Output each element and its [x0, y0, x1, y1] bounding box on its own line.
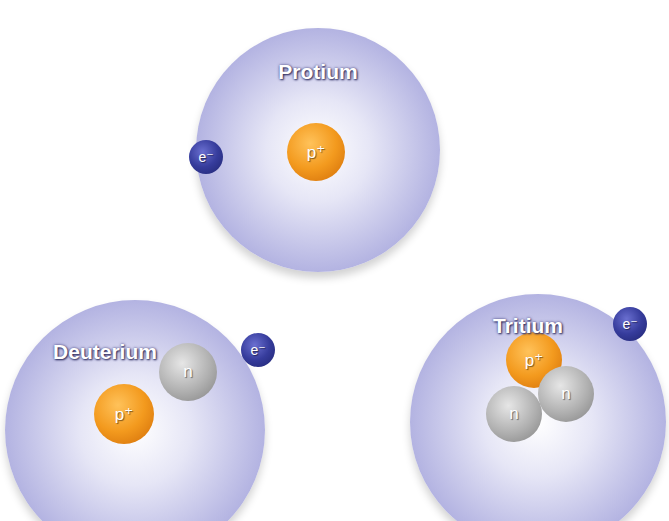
isotope-name: Protium [278, 60, 357, 84]
particle-symbol: p⁺ [525, 350, 543, 371]
isotope-name: Tritium [493, 314, 563, 338]
neutron-sphere: n [538, 366, 594, 422]
electron-sphere: e⁻ [241, 333, 275, 367]
particle-symbol: p⁺ [115, 404, 133, 425]
proton-sphere: p⁺ [287, 123, 345, 181]
neutron-sphere: n [486, 386, 542, 442]
isotope-name: Deuterium [53, 340, 157, 364]
particle-symbol: e⁻ [622, 316, 637, 332]
electron-sphere: e⁻ [189, 140, 223, 174]
particle-symbol: n [183, 362, 192, 382]
atom-circle: Tritium e⁻ p⁺ n n [410, 294, 666, 521]
electron-sphere: e⁻ [613, 307, 647, 341]
particle-symbol: n [509, 404, 518, 424]
atom-circle: Protium e⁻ p⁺ [196, 28, 440, 272]
proton-sphere: p⁺ [94, 384, 154, 444]
atom-circle: Deuterium n p⁺ e⁻ [5, 300, 265, 521]
particle-symbol: e⁻ [198, 149, 213, 165]
particle-symbol: p⁺ [307, 142, 325, 163]
particle-symbol: e⁻ [250, 342, 265, 358]
particle-symbol: n [561, 384, 570, 404]
neutron-sphere: n [159, 343, 217, 401]
